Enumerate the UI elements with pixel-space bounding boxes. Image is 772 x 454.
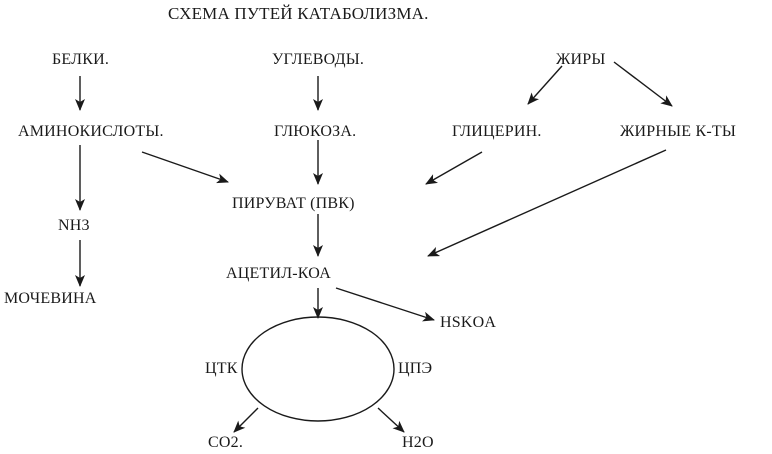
node-co2: CO2. bbox=[208, 434, 244, 451]
node-electron-transport-chain: ЦПЭ bbox=[398, 360, 433, 377]
node-tca-cycle: ЦТК bbox=[205, 360, 238, 377]
node-proteins: БЕЛКИ. bbox=[52, 51, 110, 68]
node-amino-acids: АМИНОКИСЛОТЫ. bbox=[18, 123, 164, 140]
arrow-glycerol-to-pyruvate bbox=[425, 151, 483, 185]
node-fatty-acids: ЖИРНЫЕ К-ТЫ bbox=[620, 123, 736, 140]
arrow-fats-to-fatty-acids bbox=[613, 61, 673, 107]
diagram-title: СХЕМА ПУТЕЙ КАТАБОЛИЗМА. bbox=[168, 4, 429, 23]
node-urea: МОЧЕВИНА bbox=[4, 290, 97, 307]
node-glycerol: ГЛИЦЕРИН. bbox=[452, 123, 542, 140]
arrow-etc-to-h2o bbox=[377, 407, 405, 433]
arrow-acetyl-coa-to-hskoa bbox=[335, 287, 435, 322]
node-nh3: NH3 bbox=[58, 217, 90, 234]
arrow-fats-to-glycerol bbox=[527, 65, 563, 105]
node-hskoa: HSKOA bbox=[440, 314, 497, 331]
node-h2o: H2O bbox=[402, 434, 434, 451]
metabolic-cycle-ellipse bbox=[241, 316, 395, 422]
node-carbohydrates: УГЛЕВОДЫ. bbox=[272, 51, 365, 68]
arrow-fatty-acids-to-acetyl-coa bbox=[427, 149, 667, 257]
node-glucose: ГЛЮКОЗА. bbox=[274, 123, 357, 140]
node-fats: ЖИРЫ bbox=[556, 51, 606, 68]
node-acetyl-coa: АЦЕТИЛ-КОА bbox=[226, 265, 331, 282]
node-pyruvate: ПИРУВАТ (ПВК) bbox=[232, 195, 355, 212]
arrow-tca-to-co2 bbox=[233, 407, 259, 433]
arrow-amino-acids-to-pyruvate bbox=[141, 151, 229, 184]
